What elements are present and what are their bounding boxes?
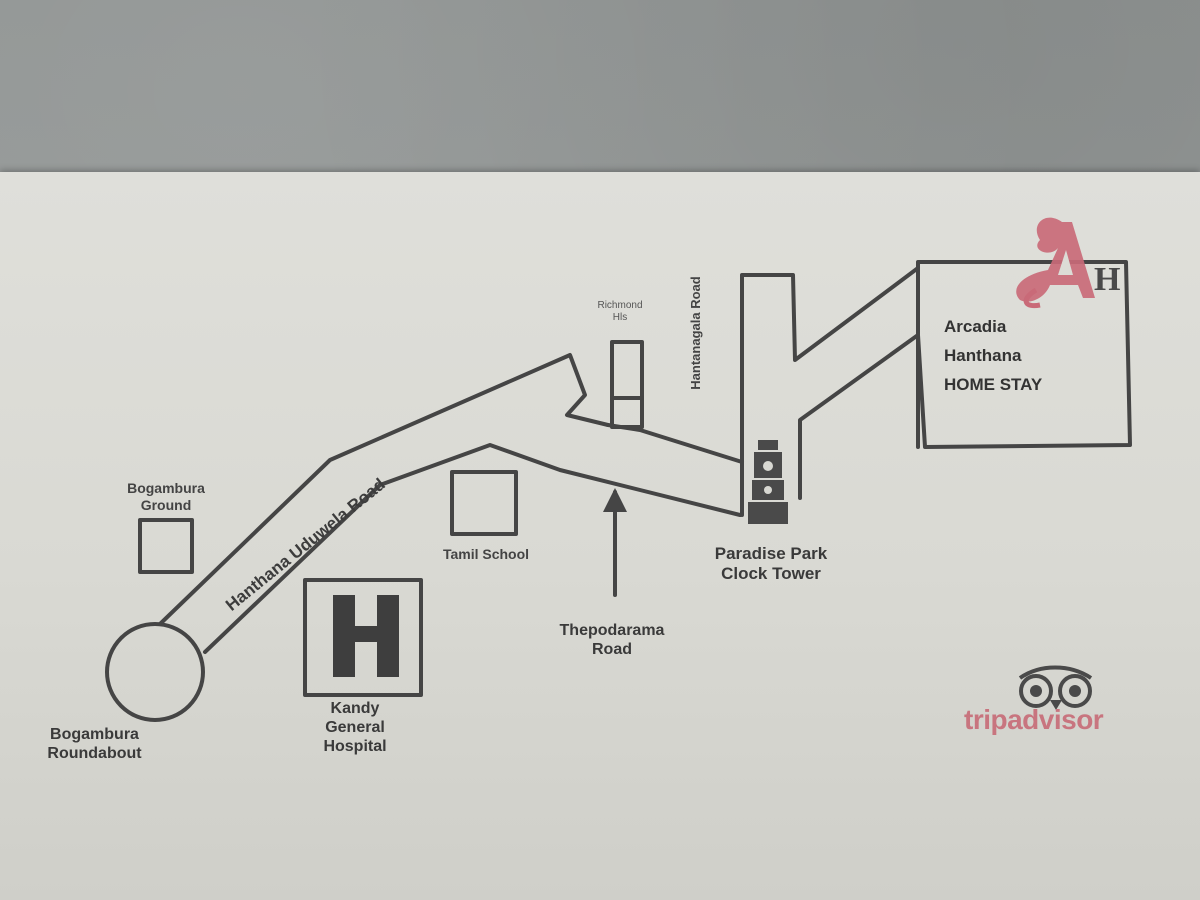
hospital-label: Kandy General Hospital bbox=[323, 700, 387, 755]
richmond-hls-block bbox=[610, 340, 644, 429]
school-label: Tamil School bbox=[442, 546, 530, 562]
main-road-lower-edge bbox=[203, 443, 742, 654]
hantanagala-road-edge bbox=[740, 260, 1132, 517]
hospital-square bbox=[303, 578, 423, 697]
destination-line-1: Arcadia bbox=[944, 317, 1007, 336]
main-road-upper-edge bbox=[158, 353, 610, 626]
ground-label: Bogambura Ground bbox=[127, 480, 205, 513]
logo-h-letter: H bbox=[1094, 261, 1120, 298]
owl-eyes-icon bbox=[1018, 665, 1093, 708]
hills-road-edge bbox=[606, 423, 744, 464]
roundabout-circle bbox=[105, 622, 205, 722]
arcadia-logo-icon: H bbox=[1016, 217, 1120, 309]
tamil-school-square bbox=[450, 470, 518, 536]
roundabout-label: Bogambura Roundabout bbox=[47, 726, 142, 762]
destination-line-3: HOME STAY bbox=[944, 375, 1043, 395]
tripadvisor-wordmark: tripadvisor bbox=[964, 704, 1104, 735]
clock-tower-icon bbox=[748, 440, 788, 524]
bogambura-ground-square bbox=[138, 518, 194, 574]
clock-tower-label: Paradise Park Clock Tower bbox=[714, 544, 828, 584]
hantanagala-road-label: Hantanagala Road bbox=[688, 276, 703, 390]
arrow-head bbox=[603, 488, 627, 512]
destination-text: Arcadia Hanthana HOME STAY bbox=[944, 312, 1042, 400]
destination-line-2: Hanthana bbox=[944, 346, 1022, 366]
thepodarama-road-label: Thepodarama Road bbox=[559, 622, 665, 658]
hospital-h-icon bbox=[333, 595, 399, 677]
hills-label: Richmond Hls bbox=[597, 300, 643, 323]
map-card bbox=[0, 172, 1200, 900]
